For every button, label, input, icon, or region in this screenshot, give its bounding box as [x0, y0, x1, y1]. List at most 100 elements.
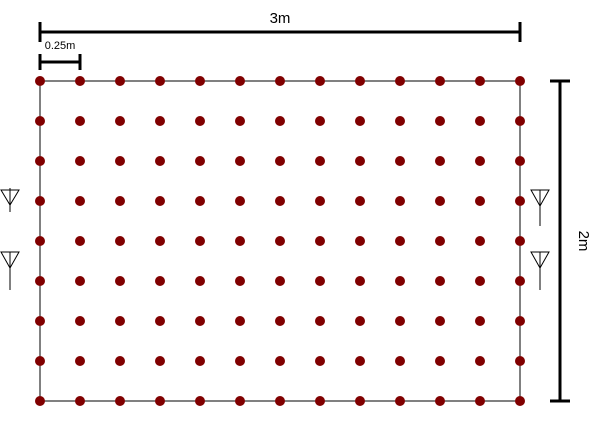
- measurement-point: [315, 356, 325, 366]
- measurement-point: [155, 196, 165, 206]
- measurement-point: [275, 156, 285, 166]
- measurement-point: [435, 276, 445, 286]
- measurement-point: [195, 356, 205, 366]
- measurement-point: [275, 316, 285, 326]
- measurement-point: [235, 116, 245, 126]
- measurement-point: [75, 196, 85, 206]
- measurement-point: [435, 196, 445, 206]
- measurement-point: [355, 396, 365, 406]
- measurement-point: [475, 156, 485, 166]
- measurement-point: [195, 76, 205, 86]
- measurement-point: [355, 236, 365, 246]
- measurement-point: [235, 196, 245, 206]
- measurement-point: [435, 156, 445, 166]
- measurement-point: [235, 356, 245, 366]
- measurement-point: [315, 156, 325, 166]
- measurement-point: [195, 276, 205, 286]
- measurement-point: [275, 236, 285, 246]
- antenna-icon: [0, 251, 20, 290]
- width-dimension: 3m: [38, 10, 522, 42]
- measurement-point: [355, 156, 365, 166]
- measurement-point: [35, 396, 45, 406]
- measurement-point: [275, 76, 285, 86]
- measurement-point: [395, 316, 405, 326]
- measurement-point: [315, 276, 325, 286]
- measurement-point: [355, 356, 365, 366]
- measurement-point: [35, 116, 45, 126]
- measurement-point: [195, 396, 205, 406]
- measurement-point: [515, 396, 525, 406]
- height-dimension: 2m: [550, 79, 592, 403]
- measurement-point: [355, 276, 365, 286]
- measurement-point: [395, 356, 405, 366]
- measurement-point: [395, 196, 405, 206]
- measurement-point: [35, 76, 45, 86]
- measurement-point: [355, 76, 365, 86]
- measurement-point: [75, 316, 85, 326]
- measurement-point: [515, 316, 525, 326]
- measurement-point: [115, 236, 125, 246]
- measurement-point: [155, 356, 165, 366]
- measurement-point: [235, 276, 245, 286]
- measurement-point: [515, 276, 525, 286]
- measurement-point: [395, 156, 405, 166]
- measurement-point: [75, 396, 85, 406]
- measurement-point: [115, 156, 125, 166]
- measurement-point: [195, 116, 205, 126]
- measurement-point: [395, 276, 405, 286]
- measurement-point: [35, 356, 45, 366]
- measurement-point: [155, 316, 165, 326]
- measurement-point: [355, 116, 365, 126]
- measurement-point: [355, 196, 365, 206]
- measurement-point: [115, 356, 125, 366]
- measurement-point: [115, 116, 125, 126]
- measurement-point: [195, 156, 205, 166]
- measurement-point: [475, 236, 485, 246]
- measurement-point: [155, 76, 165, 86]
- height-label: 2m: [575, 231, 592, 252]
- antenna-icon: [530, 251, 550, 290]
- measurement-point: [515, 236, 525, 246]
- measurement-point: [195, 236, 205, 246]
- measurement-point: [235, 316, 245, 326]
- measurement-point: [155, 396, 165, 406]
- measurement-point: [275, 356, 285, 366]
- measurement-point: [515, 156, 525, 166]
- measurement-point: [275, 276, 285, 286]
- measurement-point: [435, 396, 445, 406]
- measurement-point: [275, 116, 285, 126]
- measurement-point: [355, 316, 365, 326]
- measurement-point: [395, 236, 405, 246]
- measurement-point: [315, 116, 325, 126]
- measurement-point: [515, 116, 525, 126]
- measurement-point: [315, 196, 325, 206]
- measurement-point: [315, 76, 325, 86]
- measurement-point: [75, 236, 85, 246]
- measurement-point: [155, 116, 165, 126]
- measurement-point: [35, 196, 45, 206]
- width-label: 3m: [270, 10, 291, 27]
- measurement-point: [315, 236, 325, 246]
- measurement-point: [75, 76, 85, 86]
- measurement-point: [475, 116, 485, 126]
- measurement-point: [515, 196, 525, 206]
- measurement-point: [195, 316, 205, 326]
- measurement-point: [115, 276, 125, 286]
- measurement-point: [435, 316, 445, 326]
- measurement-point: [235, 236, 245, 246]
- measurement-point: [75, 276, 85, 286]
- measurement-point: [475, 76, 485, 86]
- measurement-point: [435, 236, 445, 246]
- measurement-point: [115, 396, 125, 406]
- measurement-point: [75, 356, 85, 366]
- measurement-point: [115, 76, 125, 86]
- measurement-point: [475, 196, 485, 206]
- measurement-point: [155, 276, 165, 286]
- measurement-point: [435, 76, 445, 86]
- measurement-point: [315, 396, 325, 406]
- measurement-point: [515, 356, 525, 366]
- spacing-label: 0.25m: [45, 40, 76, 52]
- measurement-point: [235, 396, 245, 406]
- measurement-point: [435, 116, 445, 126]
